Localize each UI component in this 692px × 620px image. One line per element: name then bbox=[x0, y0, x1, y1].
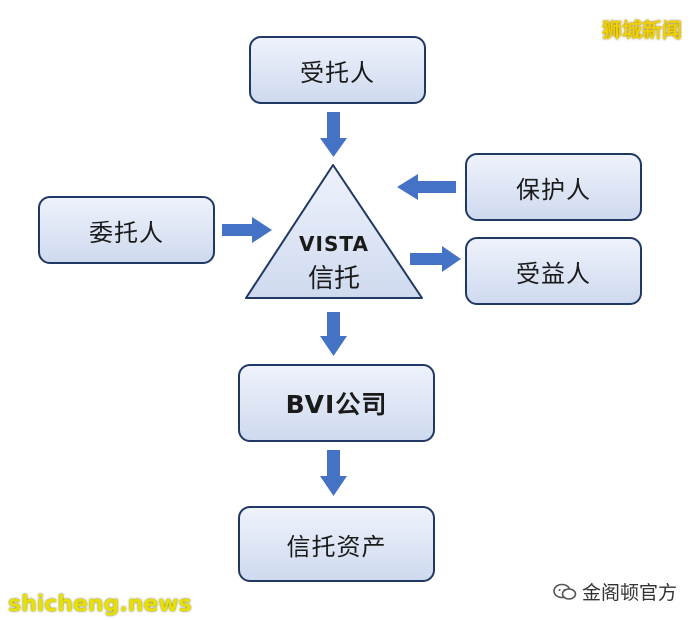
trust-triangle bbox=[245, 164, 423, 299]
trustee-box: 受托人 bbox=[249, 36, 426, 104]
watermark-bottom-right-label: 金阁顿官方 bbox=[582, 582, 678, 604]
settlor-box: 委托人 bbox=[38, 196, 215, 264]
bvi-company-box: BVI公司 bbox=[238, 364, 435, 442]
protector-box: 保护人 bbox=[465, 153, 642, 221]
settlor-label: 委托人 bbox=[89, 218, 164, 247]
arrow-trustee-to-trust bbox=[320, 112, 347, 157]
trust-assets-label: 信托资产 bbox=[286, 532, 387, 561]
protector-label: 保护人 bbox=[516, 175, 591, 204]
watermark-top-right: 狮城新闻 bbox=[602, 18, 682, 42]
trust-label-vista: VISTA bbox=[299, 232, 369, 256]
watermark-bottom-left: shicheng.news bbox=[8, 592, 192, 617]
watermark-bottom-right: 金阁顿官方 bbox=[552, 578, 677, 605]
trust-label-trust: 信托 bbox=[307, 264, 360, 294]
trustee-label: 受托人 bbox=[300, 58, 375, 87]
beneficiary-box: 受益人 bbox=[465, 237, 642, 305]
wechat-icon bbox=[553, 583, 577, 600]
arrow-protector-to-trust bbox=[397, 174, 456, 200]
trust-assets-box: 信托资产 bbox=[238, 506, 435, 582]
arrow-settlor-to-trust bbox=[222, 217, 272, 243]
arrow-bvi-to-assets bbox=[320, 450, 347, 496]
arrow-trust-to-bvi bbox=[320, 312, 347, 356]
arrow-trust-to-beneficiary bbox=[410, 246, 461, 272]
beneficiary-label: 受益人 bbox=[516, 259, 591, 288]
bvi-company-label: BVI公司 bbox=[285, 390, 388, 419]
